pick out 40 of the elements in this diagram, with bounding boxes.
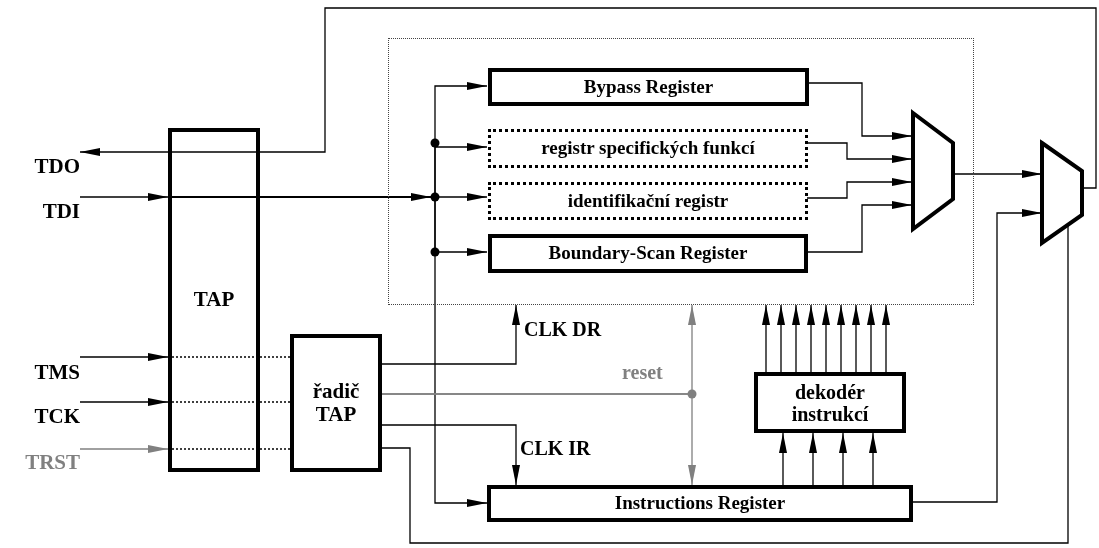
register-group-frame bbox=[388, 38, 974, 305]
arrow bbox=[806, 142, 913, 163]
register-box: registr specifických funkcí bbox=[488, 129, 808, 168]
arrow bbox=[79, 445, 169, 453]
arrow bbox=[839, 432, 847, 486]
arrow bbox=[867, 304, 875, 373]
register-box: Instructions Register bbox=[487, 485, 913, 522]
pin-label: TRST bbox=[6, 440, 80, 475]
arrow bbox=[792, 304, 800, 373]
tap-block: TAP bbox=[168, 128, 260, 472]
decoder-box: dekodér instrukcí bbox=[754, 372, 906, 433]
arrow bbox=[777, 304, 785, 373]
arrow bbox=[79, 148, 169, 156]
arrow bbox=[779, 432, 787, 486]
arrow bbox=[79, 398, 169, 406]
arrow bbox=[852, 304, 860, 373]
arrow bbox=[912, 209, 1043, 503]
arrow bbox=[809, 432, 817, 486]
arrow bbox=[381, 304, 520, 365]
arrow bbox=[762, 304, 770, 373]
arrow bbox=[882, 304, 890, 373]
arrow bbox=[79, 193, 169, 201]
arrow bbox=[837, 304, 845, 373]
arrow bbox=[806, 201, 913, 253]
pin-label: TDO bbox=[18, 143, 80, 179]
arrow bbox=[806, 178, 913, 199]
arrow bbox=[807, 304, 815, 373]
arrow bbox=[869, 432, 877, 486]
pin-label: TDI bbox=[18, 188, 80, 224]
register-box: Bypass Register bbox=[488, 68, 809, 106]
arrow bbox=[79, 353, 169, 361]
controller-box: řadič TAP bbox=[290, 334, 382, 472]
arrow bbox=[381, 424, 520, 486]
arrow bbox=[807, 82, 913, 140]
pin-label: TMS bbox=[14, 348, 80, 385]
arrow bbox=[822, 304, 830, 373]
arrow bbox=[381, 393, 696, 486]
pin-label: TCK bbox=[14, 393, 80, 429]
register-box: Boundary-Scan Register bbox=[488, 234, 808, 273]
register-box: identifikační registr bbox=[488, 182, 808, 220]
